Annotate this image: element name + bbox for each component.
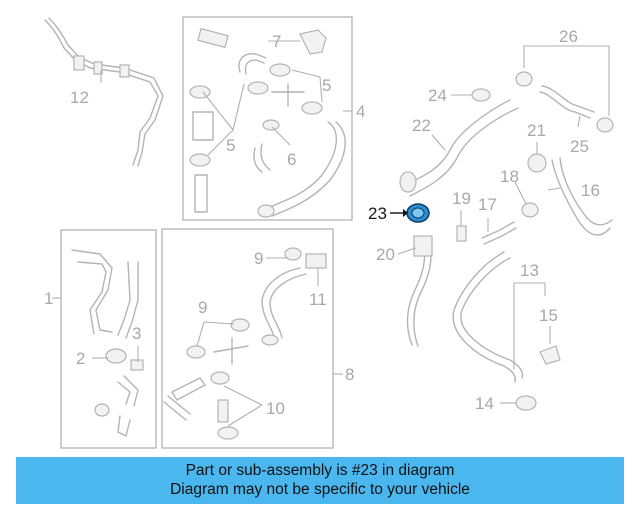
callout-16: 16 — [581, 181, 600, 200]
group-box-4 — [182, 16, 353, 221]
callout-15: 15 — [539, 306, 558, 325]
bracket-part-15[interactable] — [539, 345, 561, 365]
callout-4: 4 — [356, 102, 365, 121]
callout-9b: 9 — [198, 298, 207, 317]
callout-25: 25 — [570, 137, 589, 156]
callout-3: 3 — [132, 324, 141, 343]
pipe-part-17[interactable] — [481, 221, 517, 245]
hose-part-16[interactable] — [551, 157, 613, 236]
callout-8: 8 — [345, 365, 354, 384]
hose-part-22[interactable] — [399, 99, 519, 197]
pipe-part-20[interactable] — [406, 235, 433, 347]
group-box-1 — [60, 229, 157, 449]
clamp-part-23-highlighted[interactable] — [406, 203, 430, 223]
clamp-part-24[interactable] — [471, 88, 491, 102]
hose-part-25[interactable] — [539, 85, 595, 119]
group-8-parts[interactable] — [163, 247, 327, 440]
callout-11: 11 — [309, 290, 327, 309]
callout-6: 6 — [287, 150, 296, 169]
seal-part-21[interactable] — [527, 153, 547, 173]
callout-5a: 5 — [322, 76, 331, 95]
callout-24: 24 — [428, 86, 447, 105]
hard-line-part-12[interactable] — [44, 17, 164, 167]
callout-22: 22 — [412, 116, 431, 135]
callout-1: 1 — [44, 289, 53, 308]
callout-23-highlighted: 23 — [368, 204, 387, 223]
hose-part-13[interactable] — [452, 251, 524, 383]
callout-5b: 5 — [226, 136, 235, 155]
part-19[interactable] — [456, 225, 467, 242]
callout-18: 18 — [500, 167, 519, 186]
clamp-part-14[interactable] — [515, 395, 537, 411]
group-4-parts[interactable] — [189, 27, 346, 218]
callout-14: 14 — [475, 394, 494, 413]
callout-9a: 9 — [254, 249, 263, 268]
callout-26: 26 — [559, 27, 578, 46]
callout-19: 19 — [452, 189, 471, 208]
callout-10: 10 — [266, 399, 285, 418]
callout-20: 20 — [376, 245, 395, 264]
callout-21: 21 — [527, 121, 546, 140]
group-1-parts[interactable] — [71, 249, 144, 437]
clamp-part-18[interactable] — [521, 202, 539, 218]
callout-12: 12 — [70, 88, 89, 107]
banner-line-2: Diagram may not be specific to your vehi… — [170, 481, 470, 498]
callout-2: 2 — [76, 349, 85, 368]
group-box-8 — [161, 228, 334, 449]
info-banner: Part or sub-assembly is #23 in diagram D… — [16, 457, 624, 504]
leader-lines — [52, 40, 610, 427]
callout-13: 13 — [520, 261, 539, 280]
callout-7: 7 — [272, 32, 281, 51]
callout-17: 17 — [478, 195, 497, 214]
banner-line-1: Part or sub-assembly is #23 in diagram — [185, 462, 455, 479]
clamp-part-26[interactable] — [515, 71, 614, 133]
